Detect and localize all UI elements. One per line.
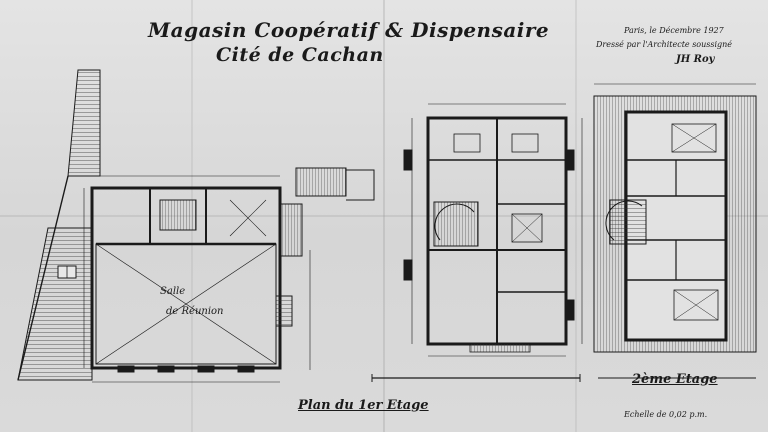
approval-note: Dressé par l'Architecte soussigné bbox=[596, 40, 733, 49]
drawing-title: Magasin Coopératif & Dispensaire bbox=[148, 18, 550, 42]
middle-floor-plan bbox=[371, 103, 583, 382]
second-floor-plan bbox=[593, 83, 757, 379]
roof-section bbox=[17, 69, 101, 381]
first-floor-label: Plan du 1er Etage bbox=[298, 398, 429, 413]
room-label-line1: Salle bbox=[160, 286, 186, 297]
drawing-subtitle: Cité de Cachan bbox=[216, 44, 384, 66]
architect-signature: JH Roy bbox=[676, 54, 715, 65]
scale-note: Echelle de 0,02 p.m. bbox=[624, 410, 708, 419]
date-note: Paris, le Décembre 1927 bbox=[624, 26, 724, 35]
second-floor-label: 2ème Etage bbox=[632, 372, 718, 387]
room-label-line2: de Réunion bbox=[166, 306, 224, 317]
first-floor-plan bbox=[83, 167, 375, 383]
